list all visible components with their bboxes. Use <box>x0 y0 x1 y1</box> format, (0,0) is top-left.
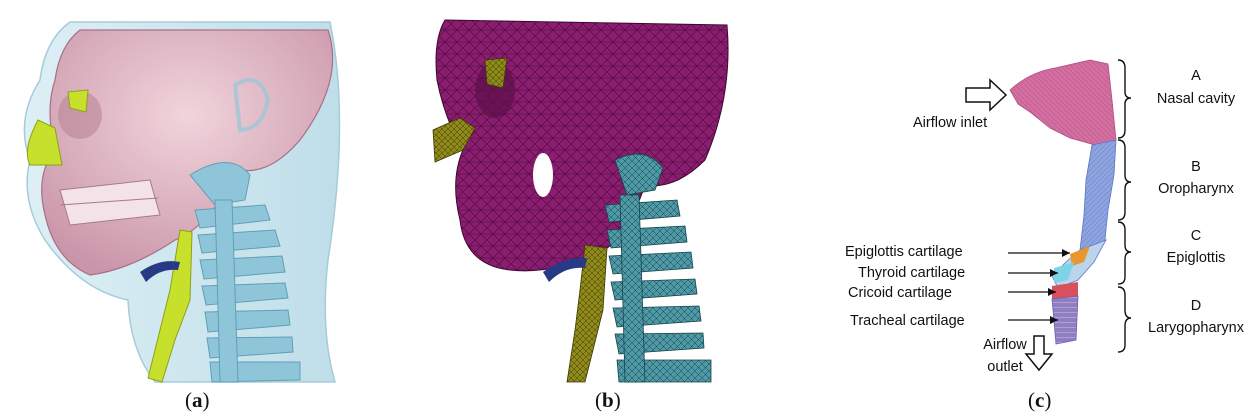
cartilage-label: Thyroid cartilage <box>858 265 965 281</box>
airflow-inlet-label: Airflow inlet <box>913 115 987 131</box>
caption-b: (b) <box>595 388 621 413</box>
cartilage-label: Epiglottis cartilage <box>845 244 963 260</box>
region-braces <box>1118 60 1131 352</box>
cartilage-labels: Epiglottis cartilage Thyroid cartilage C… <box>845 244 1070 329</box>
mesh-model-illustration <box>415 0 805 385</box>
region-letter: D <box>1191 298 1201 314</box>
nasal-cavity-shape <box>1010 60 1116 145</box>
region-letter: A <box>1191 68 1201 84</box>
airflow-outlet-arrow <box>1026 336 1052 370</box>
airflow-outlet-label-line2: outlet <box>987 359 1022 375</box>
region-name: Epiglottis <box>1167 250 1226 266</box>
region-letter: B <box>1191 159 1201 175</box>
skull-foramen <box>533 153 553 197</box>
cartilage-label: Tracheal cartilage <box>850 313 965 329</box>
region-letter: C <box>1191 228 1201 244</box>
oropharynx-shape <box>1080 140 1116 255</box>
head-model-illustration <box>0 0 405 385</box>
cartilage-label: Cricoid cartilage <box>848 285 952 301</box>
airway-diagram: Airflow inlet Airflow outlet Epiglottis … <box>820 0 1252 385</box>
caption-a: (a) <box>185 388 210 413</box>
caption-c: (c) <box>1028 388 1051 413</box>
airflow-inlet-arrow <box>966 80 1006 110</box>
airflow-outlet-label-line1: Airflow <box>983 337 1027 353</box>
region-name: Nasal cavity <box>1157 91 1236 107</box>
region-name: Larygopharynx <box>1148 320 1245 336</box>
panel-a-transparent-head-model <box>0 0 405 385</box>
panel-c-airway-regions: Airflow inlet Airflow outlet Epiglottis … <box>820 0 1252 385</box>
region-labels: A Nasal cavity B Oropharynx C Epiglottis… <box>1148 68 1245 336</box>
panel-b-mesh-model <box>415 0 805 385</box>
region-name: Oropharynx <box>1158 181 1235 197</box>
